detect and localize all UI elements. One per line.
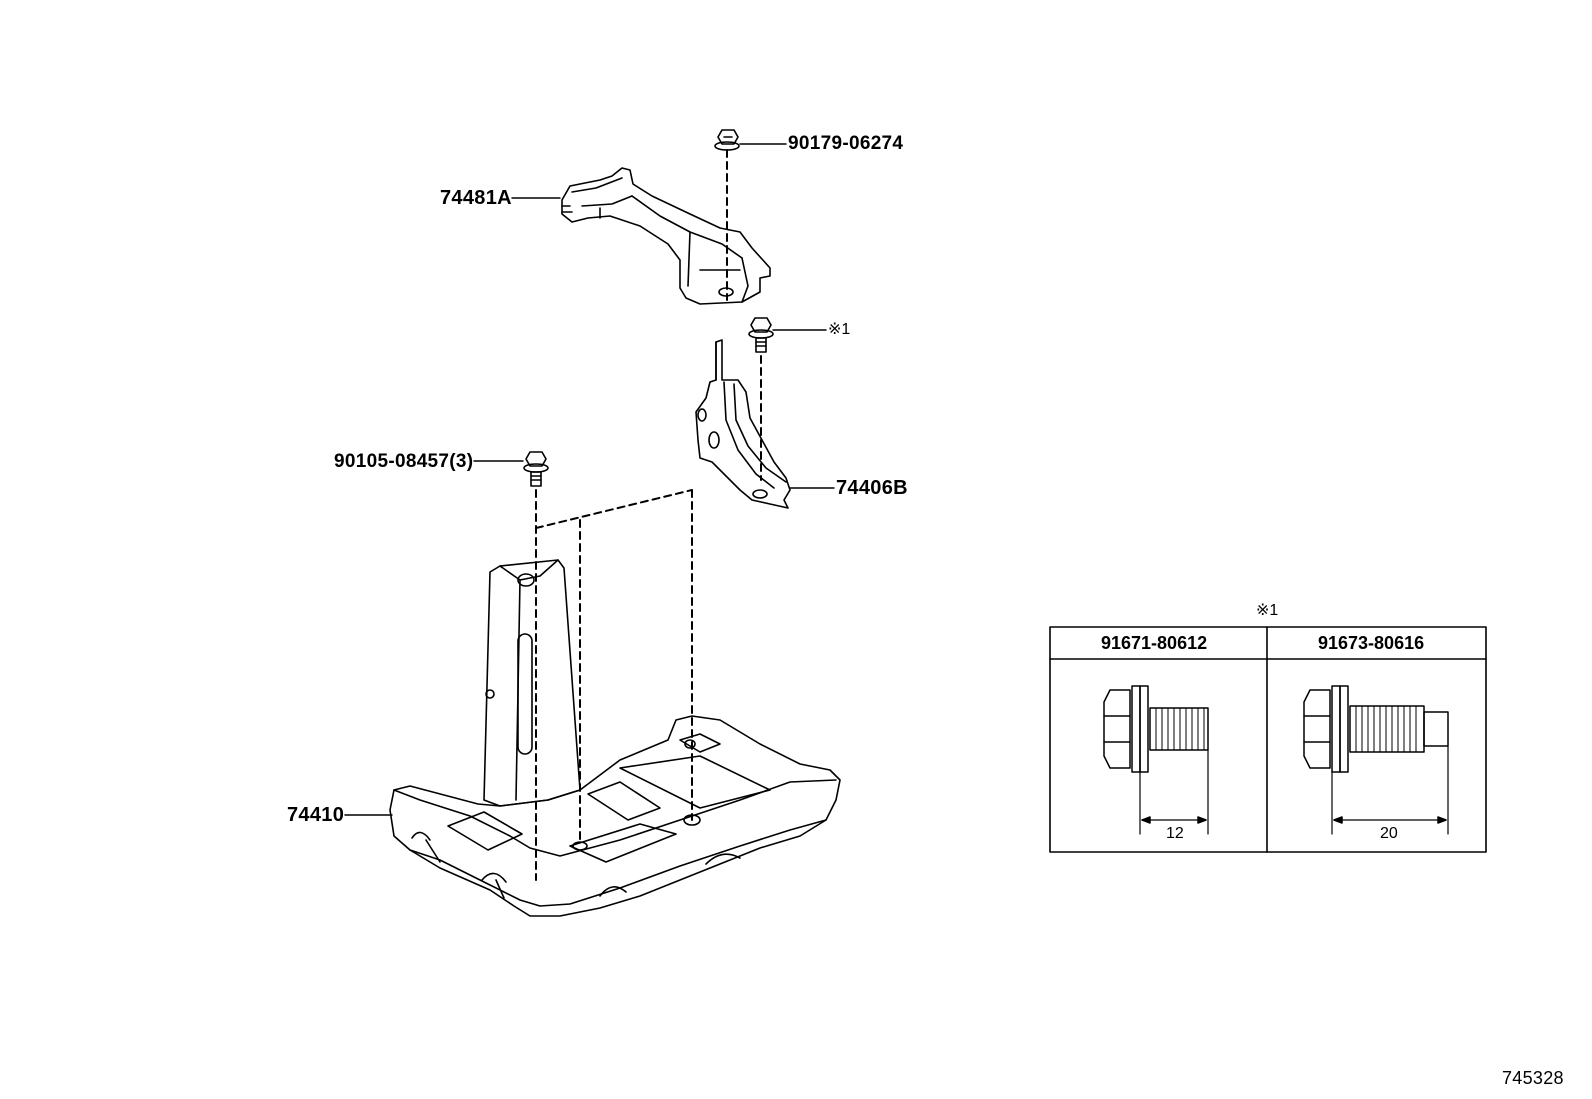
part-label-74481A[interactable]: 74481A [440, 187, 512, 209]
note-table [1049, 626, 1487, 853]
upper-bracket-74481A [561, 167, 771, 305]
dimension-12: 12 [1166, 825, 1184, 842]
note-marker-1: ※1 [828, 321, 851, 338]
part-label-90105-08457[interactable]: 90105-08457(3) [334, 451, 474, 472]
battery-tray-74410 [389, 559, 841, 917]
part-label-74410[interactable]: 74410 [287, 804, 345, 826]
table-header-91671-80612[interactable]: 91671-80612 [1101, 633, 1208, 653]
flange-bolt-note1-icon [748, 317, 774, 353]
side-bracket-74406B [695, 339, 791, 509]
part-label-74406B[interactable]: 74406B [836, 477, 908, 499]
note-table-marker: ※1 [1256, 602, 1279, 619]
bolt-91671-80612-icon [1103, 685, 1209, 835]
flange-bolt-tray-icon [523, 451, 549, 487]
dimension-20: 20 [1380, 825, 1398, 842]
bolt-91673-80616-icon [1303, 685, 1449, 835]
diagram-id: 745328 [1502, 1068, 1564, 1088]
table-header-91673-80616[interactable]: 91673-80616 [1318, 633, 1425, 653]
part-label-90179-06274[interactable]: 90179-06274 [788, 133, 904, 154]
flange-bolt-top-icon [714, 129, 740, 151]
